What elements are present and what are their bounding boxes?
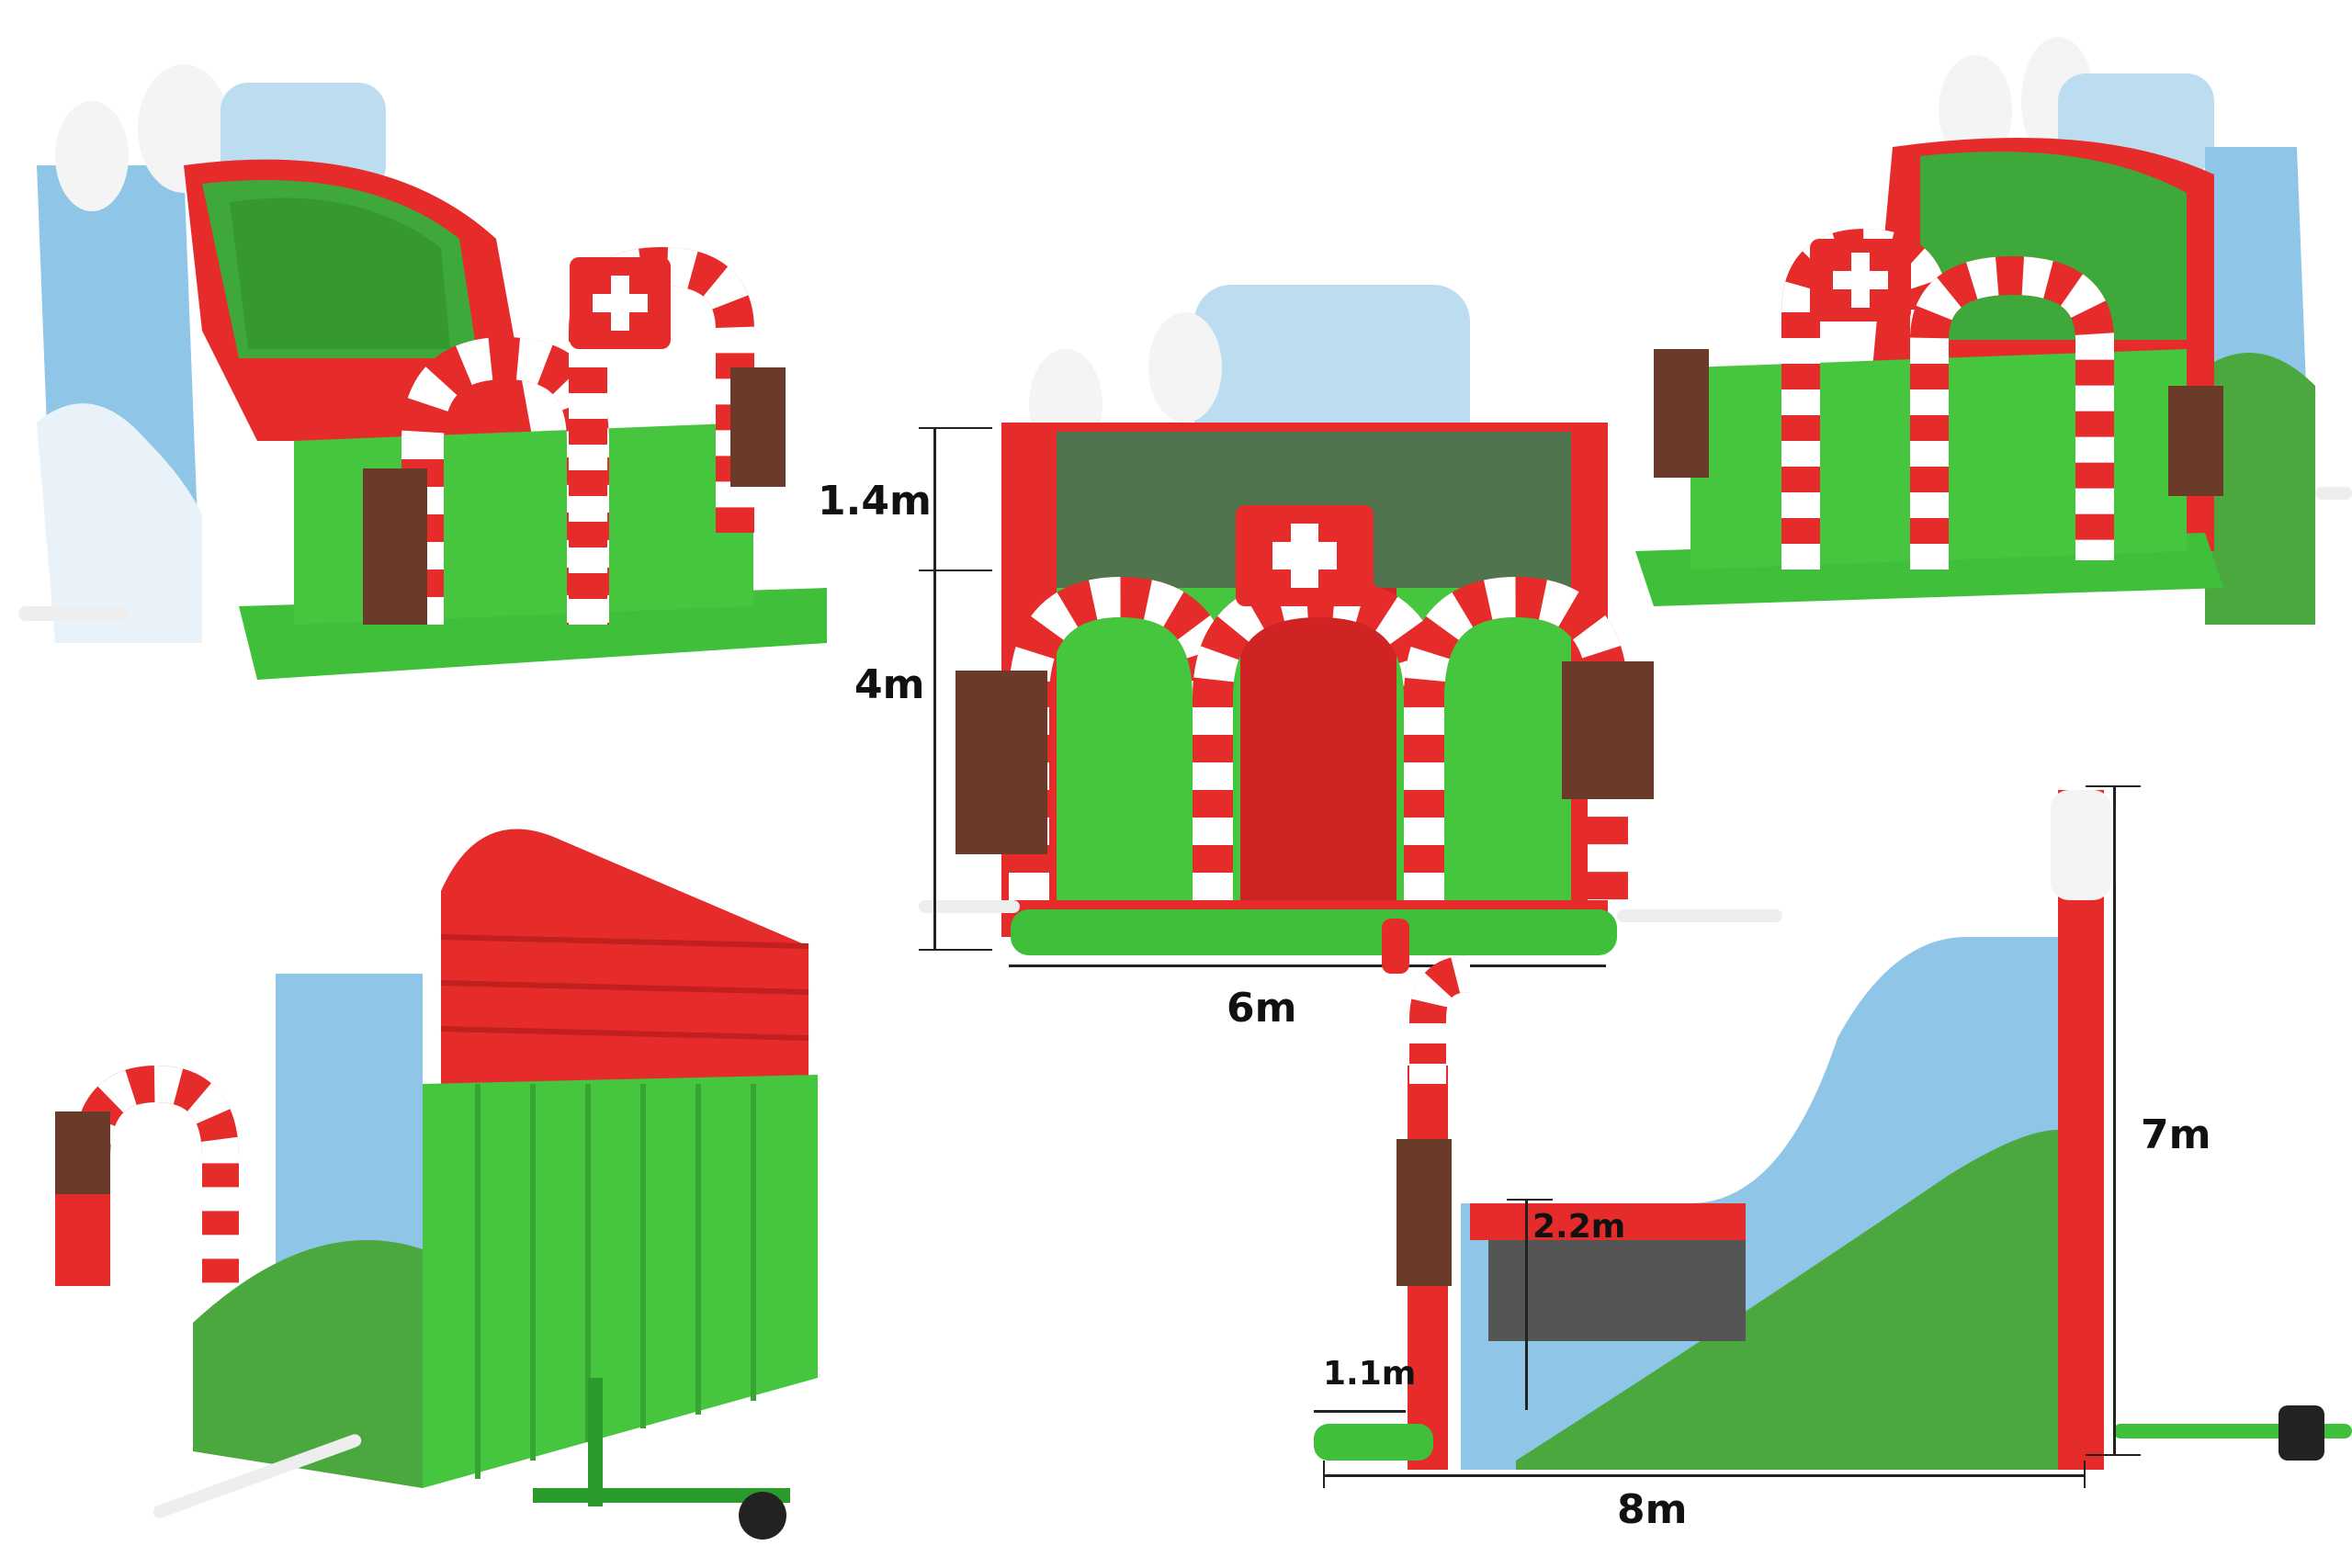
tick bbox=[1507, 1199, 1553, 1201]
tick bbox=[2084, 1461, 2086, 1488]
dim-label-side-total-height: 7m bbox=[2141, 1111, 2211, 1158]
view-front-right bbox=[1617, 37, 2352, 680]
dim-line-front-height bbox=[933, 427, 936, 951]
dim-label-front-net-height: 1.4m bbox=[818, 478, 932, 525]
view-side bbox=[1305, 781, 2352, 1479]
tick bbox=[919, 949, 992, 951]
bouncy-slide-front-left-render bbox=[18, 64, 827, 680]
bouncy-slide-front-render bbox=[919, 285, 1782, 955]
tick bbox=[919, 427, 992, 429]
tick bbox=[2086, 785, 2141, 787]
dim-label-side-length: 8m bbox=[1617, 1486, 1688, 1533]
view-rear bbox=[37, 808, 882, 1543]
tick bbox=[2086, 1454, 2141, 1456]
dim-line-side-step-height bbox=[1314, 1410, 1406, 1413]
view-front bbox=[919, 266, 1801, 983]
bouncy-slide-side-render bbox=[1314, 790, 2352, 1470]
dim-line-side-length bbox=[1323, 1474, 2086, 1477]
dim-line-side-wall-height bbox=[1525, 1199, 1528, 1410]
bouncy-slide-front-right-render bbox=[1635, 37, 2352, 625]
dim-label-front-width: 6m bbox=[1227, 985, 1297, 1032]
dim-label-front-wall-height: 4m bbox=[854, 661, 925, 708]
dim-label-side-wall-height: 2.2m bbox=[1532, 1208, 1626, 1246]
view-front-left bbox=[18, 55, 827, 698]
dim-line-side-total-height bbox=[2113, 785, 2116, 1456]
tick bbox=[1323, 1461, 1325, 1488]
tick bbox=[919, 570, 992, 571]
dim-label-side-step-height: 1.1m bbox=[1323, 1355, 1417, 1393]
dim-line-front-width bbox=[1009, 964, 1606, 967]
bouncy-slide-rear-render bbox=[55, 829, 818, 1540]
